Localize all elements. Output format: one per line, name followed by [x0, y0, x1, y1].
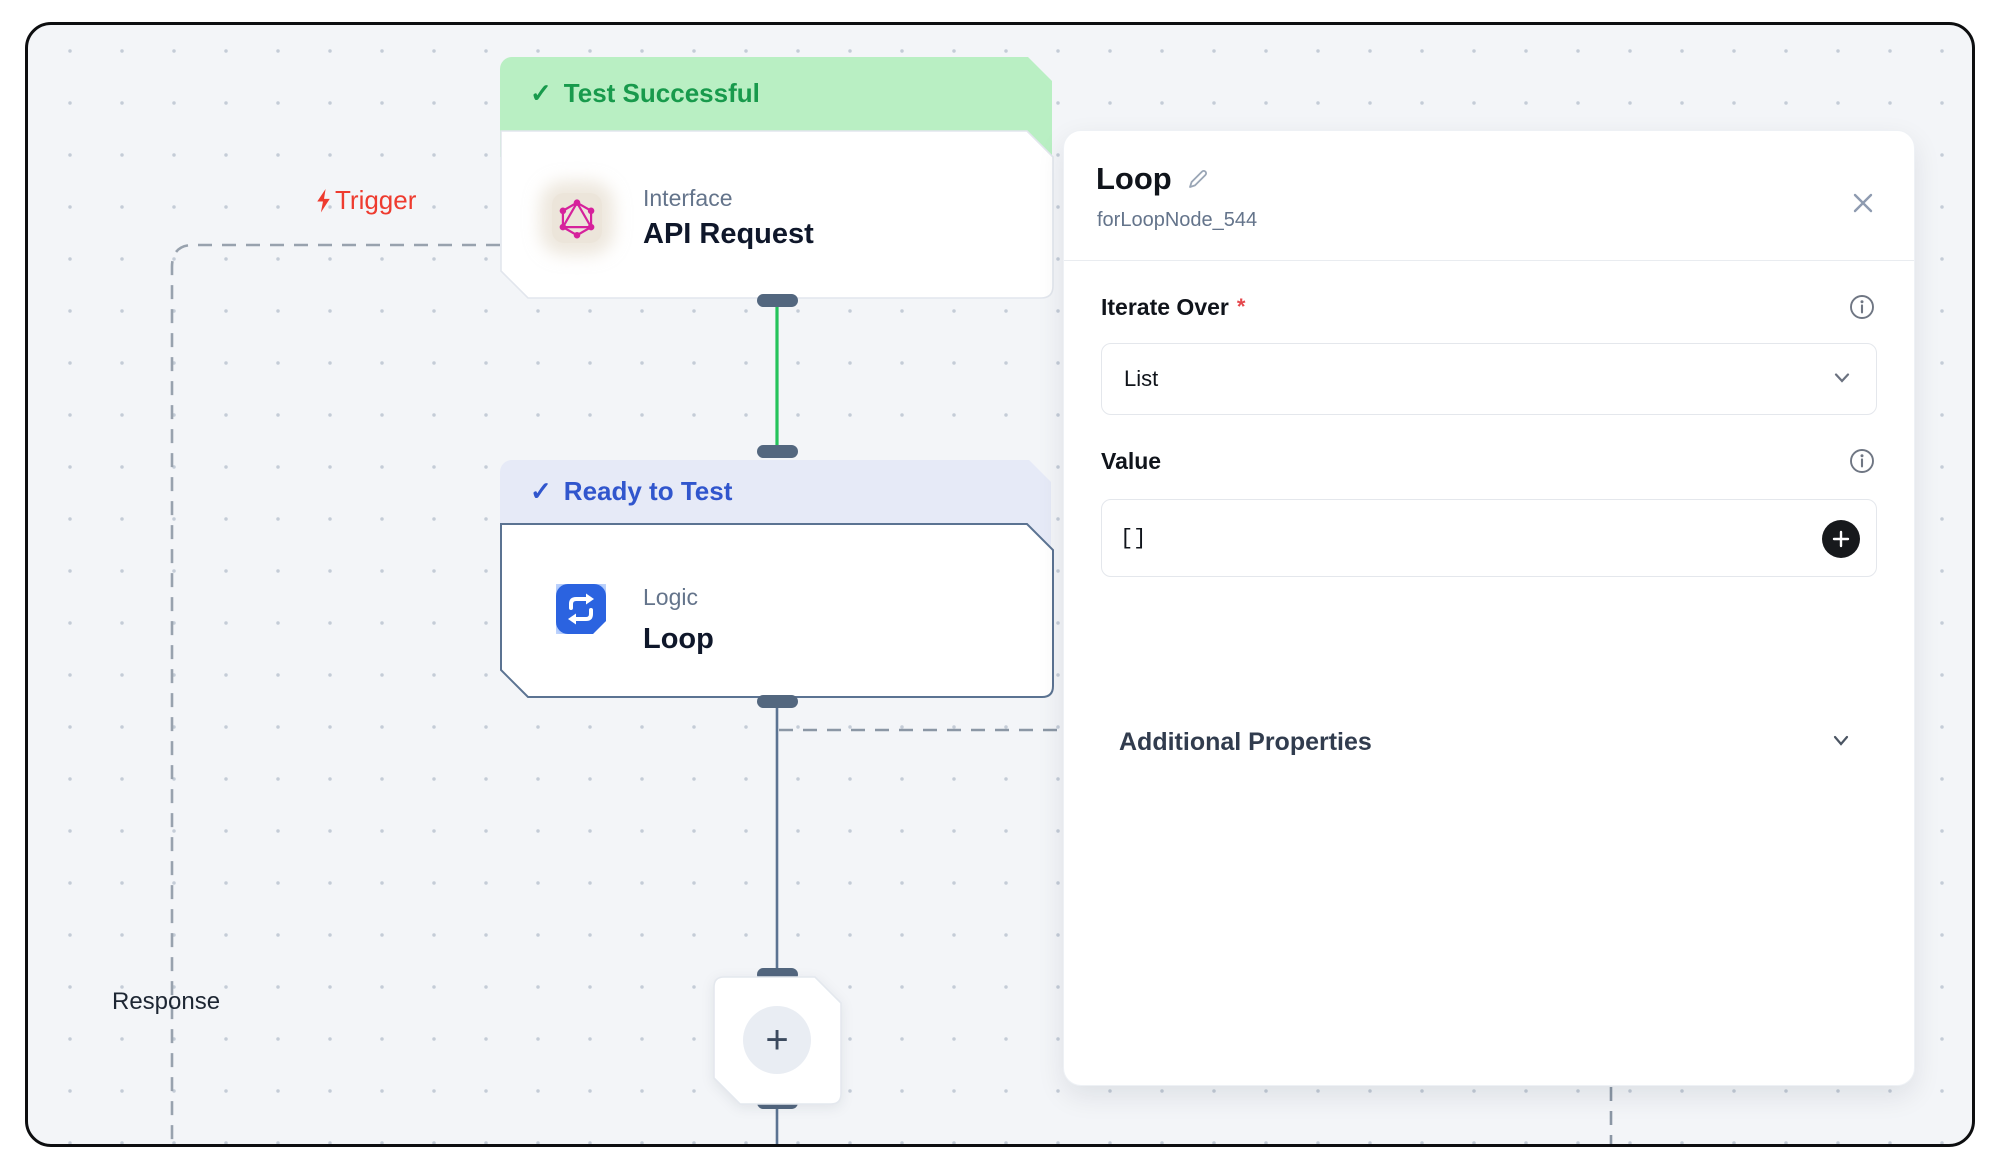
- api-node-status-text: Test Successful: [563, 78, 760, 108]
- iterate-over-label: Iterate Over: [1101, 293, 1229, 320]
- loop-node-card[interactable]: [500, 523, 1054, 698]
- panel-header: Loop forLoopNode_544: [1064, 131, 1914, 232]
- iterate-over-selected-value: List: [1124, 366, 1159, 391]
- check-icon: ✓: [530, 78, 552, 108]
- loop-node-status-text: Ready to Test: [563, 476, 733, 506]
- additional-properties-toggle[interactable]: Additional Properties: [1119, 727, 1854, 758]
- add-node-button[interactable]: +: [743, 1006, 811, 1074]
- api-node-bottom-handle[interactable]: [757, 294, 798, 307]
- api-node-title: API Request: [643, 218, 814, 250]
- edit-icon[interactable]: [1186, 167, 1210, 191]
- check-icon: ✓: [530, 476, 552, 506]
- add-value-item-button[interactable]: [1822, 520, 1860, 558]
- additional-properties-label: Additional Properties: [1119, 728, 1372, 756]
- api-node-category: Interface: [643, 185, 733, 211]
- response-label: Response: [112, 988, 221, 1015]
- loop-icon: [559, 587, 603, 631]
- api-node-icon-tile: [552, 193, 602, 243]
- loop-node-top-handle[interactable]: [757, 445, 798, 458]
- node-properties-panel: Loop forLoopNode_544 Iterate Over *: [1063, 130, 1915, 1086]
- loop-node-category: Logic: [643, 584, 698, 610]
- trigger-dashed-edge: [170, 243, 500, 1144]
- chevron-down-icon: [1830, 365, 1854, 394]
- iterate-over-label-row: Iterate Over *: [1101, 293, 1876, 321]
- iterate-over-select[interactable]: List: [1101, 343, 1877, 415]
- plus-icon: [1832, 530, 1850, 548]
- loop-node-title: Loop: [643, 623, 714, 655]
- panel-divider: [1064, 260, 1914, 261]
- info-icon[interactable]: [1848, 447, 1876, 475]
- chevron-down-icon: [1828, 727, 1854, 758]
- loop-node-bottom-handle[interactable]: [757, 695, 798, 708]
- lightning-icon: [317, 188, 330, 212]
- value-input-text: []: [1120, 525, 1147, 551]
- info-icon[interactable]: [1848, 293, 1876, 321]
- workflow-canvas: Trigger Response ✓ Test Successful: [25, 22, 1975, 1147]
- plus-icon: +: [765, 1017, 789, 1062]
- value-input[interactable]: []: [1101, 499, 1877, 577]
- graphql-icon: [559, 199, 595, 239]
- close-icon[interactable]: [1848, 189, 1878, 219]
- required-marker: *: [1236, 294, 1246, 319]
- loop-node-icon-tile: [556, 584, 606, 634]
- api-node-card[interactable]: [500, 130, 1054, 299]
- trigger-label: Trigger: [315, 185, 416, 216]
- panel-title: Loop: [1096, 161, 1172, 196]
- panel-node-id: forLoopNode_544: [1097, 209, 1258, 231]
- value-label: Value: [1101, 447, 1162, 474]
- trigger-label-text: Trigger: [335, 185, 417, 215]
- value-label-row: Value: [1101, 447, 1876, 475]
